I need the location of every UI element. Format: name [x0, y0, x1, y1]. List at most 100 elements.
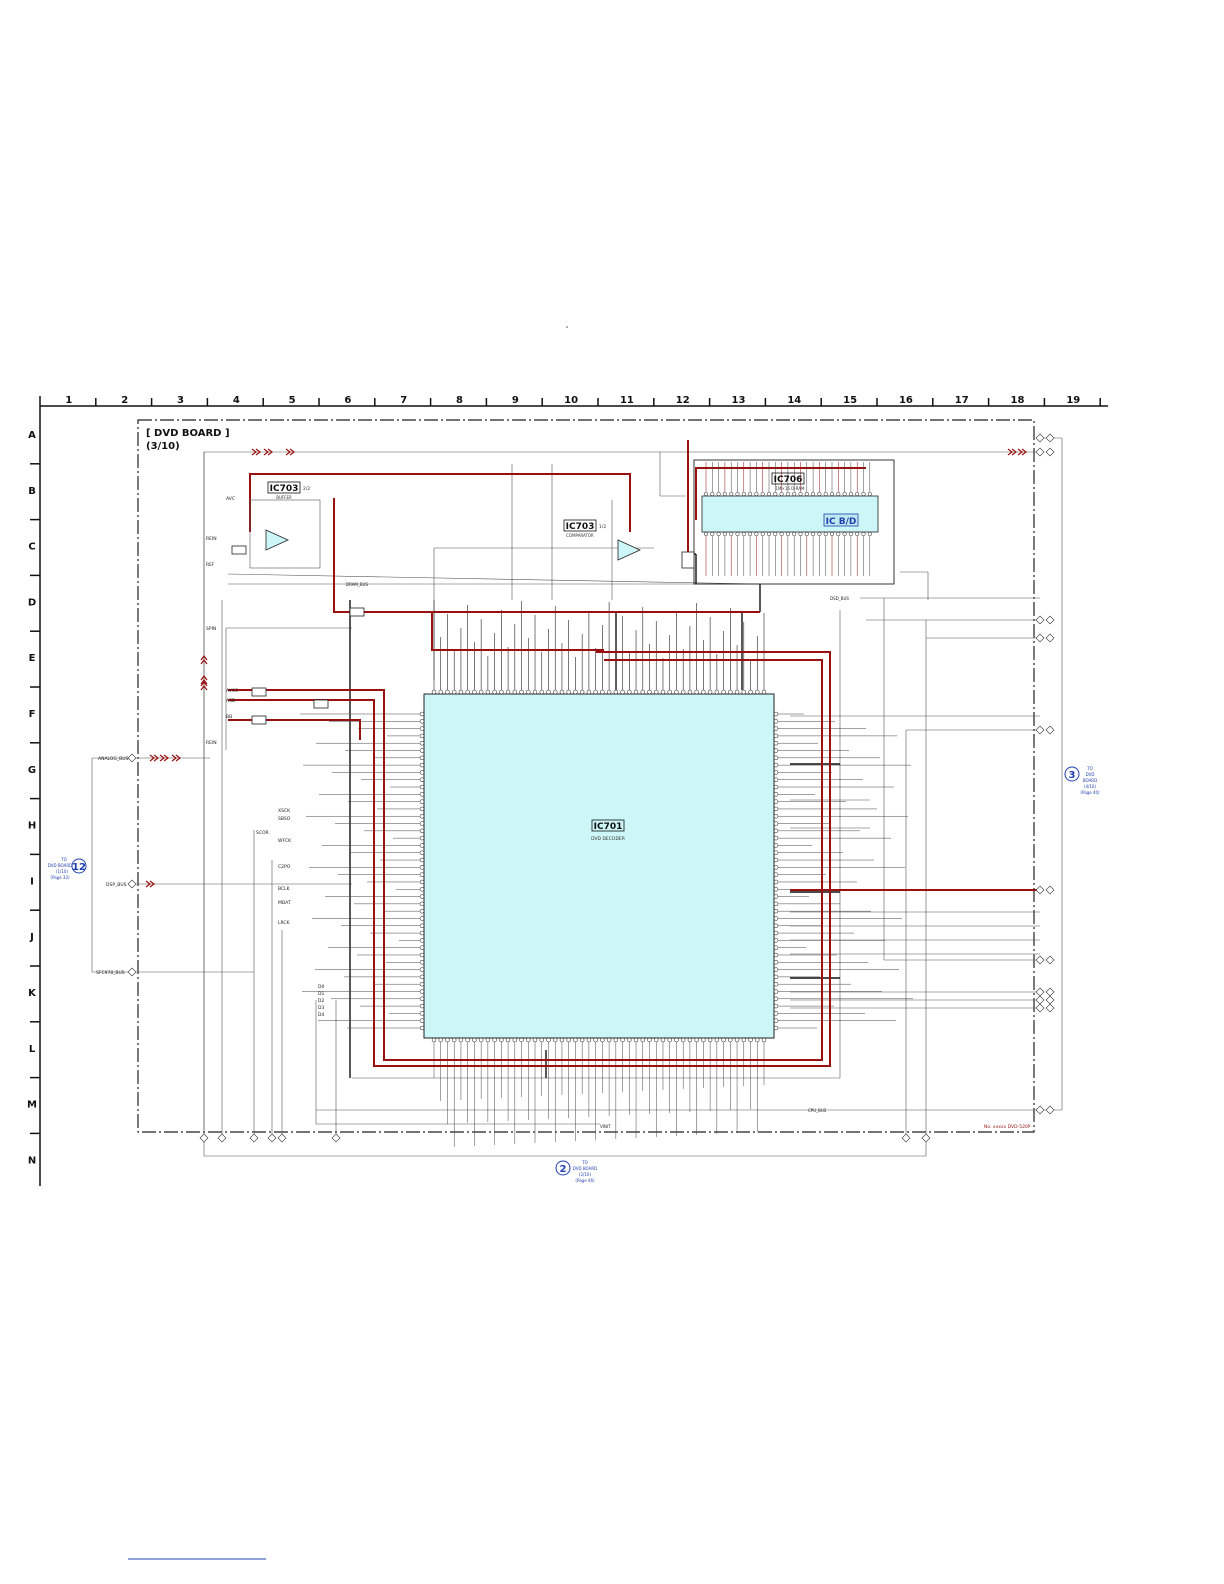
comparator-opamp-symbol [617, 539, 641, 561]
bus-connector [1035, 885, 1045, 895]
ic701-pin-left [419, 865, 425, 870]
bus-connector [1045, 1003, 1055, 1013]
ic701-pin-bottom [532, 1037, 538, 1043]
ic701-pin-left [419, 748, 425, 753]
bus-connector [1045, 885, 1055, 895]
ic706-pin-bottom [716, 531, 721, 537]
ref-left[interactable]: 12 TO DVD BOARD (1/10) (Page 32) [48, 857, 87, 880]
ic701-pin-bottom [492, 1037, 497, 1043]
ic701-pin-top [526, 689, 531, 695]
ic701-pin-top [755, 689, 760, 695]
ic701-pin-bottom [431, 1037, 437, 1043]
column-label: 13 [732, 395, 746, 406]
ic701-pin-top [701, 689, 706, 695]
ic701-pin-left [419, 770, 425, 775]
ic701-pin-bottom [546, 1037, 551, 1043]
ic701-pin-bottom [728, 1037, 733, 1043]
signal-labels: ANALOG_BUS DSP_BUS SFC978_BUS DRAM_BUS D… [96, 496, 849, 1129]
ref-label: REF [206, 562, 215, 568]
ic701-pin-left [419, 872, 425, 877]
ic701-pin-bottom [721, 1037, 726, 1043]
ic706-pin-bottom [817, 531, 822, 537]
column-label: 12 [676, 395, 690, 406]
ic701-pin-right [773, 916, 779, 921]
ref-bottom[interactable]: 2 TO DVD BOARD (2/10) (Page 46) [555, 1160, 597, 1183]
ic701-pin-top [559, 689, 565, 695]
grid-frame [39, 396, 1108, 1186]
ic706-pin-top [779, 491, 784, 497]
small-components [231, 545, 695, 725]
ic706-pin-top [817, 491, 822, 497]
ic701-pin-right [773, 792, 779, 797]
ic701-pin-left [419, 916, 425, 921]
ref-bottom-circle[interactable] [555, 1160, 571, 1176]
ic701-pin-right [773, 726, 779, 731]
ic701-pin-top [472, 689, 477, 695]
bus-connector [277, 1133, 287, 1143]
ic701-pin-right [773, 938, 779, 943]
arrow-up [200, 685, 208, 691]
ic701-pin-right [773, 762, 779, 768]
ic701-pin-right [773, 945, 779, 950]
ic701-pin-top [633, 689, 639, 695]
ic701-pin-bottom [472, 1037, 477, 1043]
bus-connector [1035, 615, 1045, 625]
ic701-pin-bottom [573, 1037, 578, 1043]
ic701-pin-right [773, 1018, 779, 1023]
row-label: F [29, 709, 36, 720]
ic701-pin-top [546, 689, 551, 695]
bus-connectors [127, 433, 1055, 1143]
ic706-pin-top [811, 491, 816, 497]
bus-connector [1035, 995, 1045, 1005]
row-label: N [28, 1155, 36, 1166]
ic701-pin-right [773, 901, 779, 907]
ref-right[interactable]: 3 TO DVD BOARD (4/10) (Page 40) [1064, 766, 1100, 795]
ic701-pin-top [566, 689, 571, 695]
ic701-pin-top [680, 689, 686, 695]
ic701-pin-bottom [539, 1037, 545, 1043]
column-label: 1 [65, 395, 72, 406]
ic706-pin-bottom [735, 531, 740, 537]
ic701-pin-top [512, 689, 518, 695]
ic706-ref: IC706 [774, 475, 803, 485]
arrow-right [171, 754, 177, 762]
row-label: E [29, 653, 36, 664]
right-pin-leads [778, 713, 913, 1029]
vinit-label: VINIT [600, 1124, 611, 1129]
ic706-pin-bottom [811, 531, 816, 537]
bus-connector [1045, 433, 1055, 443]
ic701-pin-bottom [734, 1037, 740, 1043]
ref-right-l1: TO [1086, 766, 1093, 771]
analog-bus-label: ANALOG_BUS [98, 756, 129, 762]
ic701-pin-top [600, 689, 605, 695]
bus-connector [1035, 1105, 1045, 1115]
arrow-right [251, 448, 257, 456]
ic701-pin-top [620, 689, 625, 695]
arrow-right [159, 754, 165, 762]
ic706-pin-bottom [798, 531, 803, 537]
column-label: 6 [344, 395, 351, 406]
ic701-pin-left [419, 726, 425, 731]
ic701-pin-top [579, 689, 585, 695]
ic701-pin-left [419, 806, 425, 812]
ref-right-circle[interactable] [1064, 766, 1080, 782]
ic701-pin-top [687, 689, 693, 695]
ic701-pin-bottom [613, 1037, 619, 1043]
scor-label: SCOR [256, 830, 269, 836]
board-footer-note: No. xxxxx DVD-520P [984, 1124, 1031, 1130]
ic706-outline [693, 459, 895, 585]
ic706-pin-top [773, 491, 778, 497]
ic701-pin-top [552, 689, 558, 695]
ic703-buffer-ref: IC703 [270, 484, 299, 494]
bus-connector [1045, 995, 1055, 1005]
ic706-pin-bottom [829, 531, 835, 537]
ic701-pin-bottom [499, 1037, 504, 1043]
ic706-pin-bottom [760, 531, 765, 537]
row-label: C [28, 542, 35, 553]
bus-connector [127, 753, 137, 763]
ic701-pin-right [773, 719, 779, 724]
ref-left-l1: TO [60, 857, 67, 862]
ic701-pin-left [419, 719, 425, 724]
ref-left-circle[interactable] [71, 858, 87, 874]
